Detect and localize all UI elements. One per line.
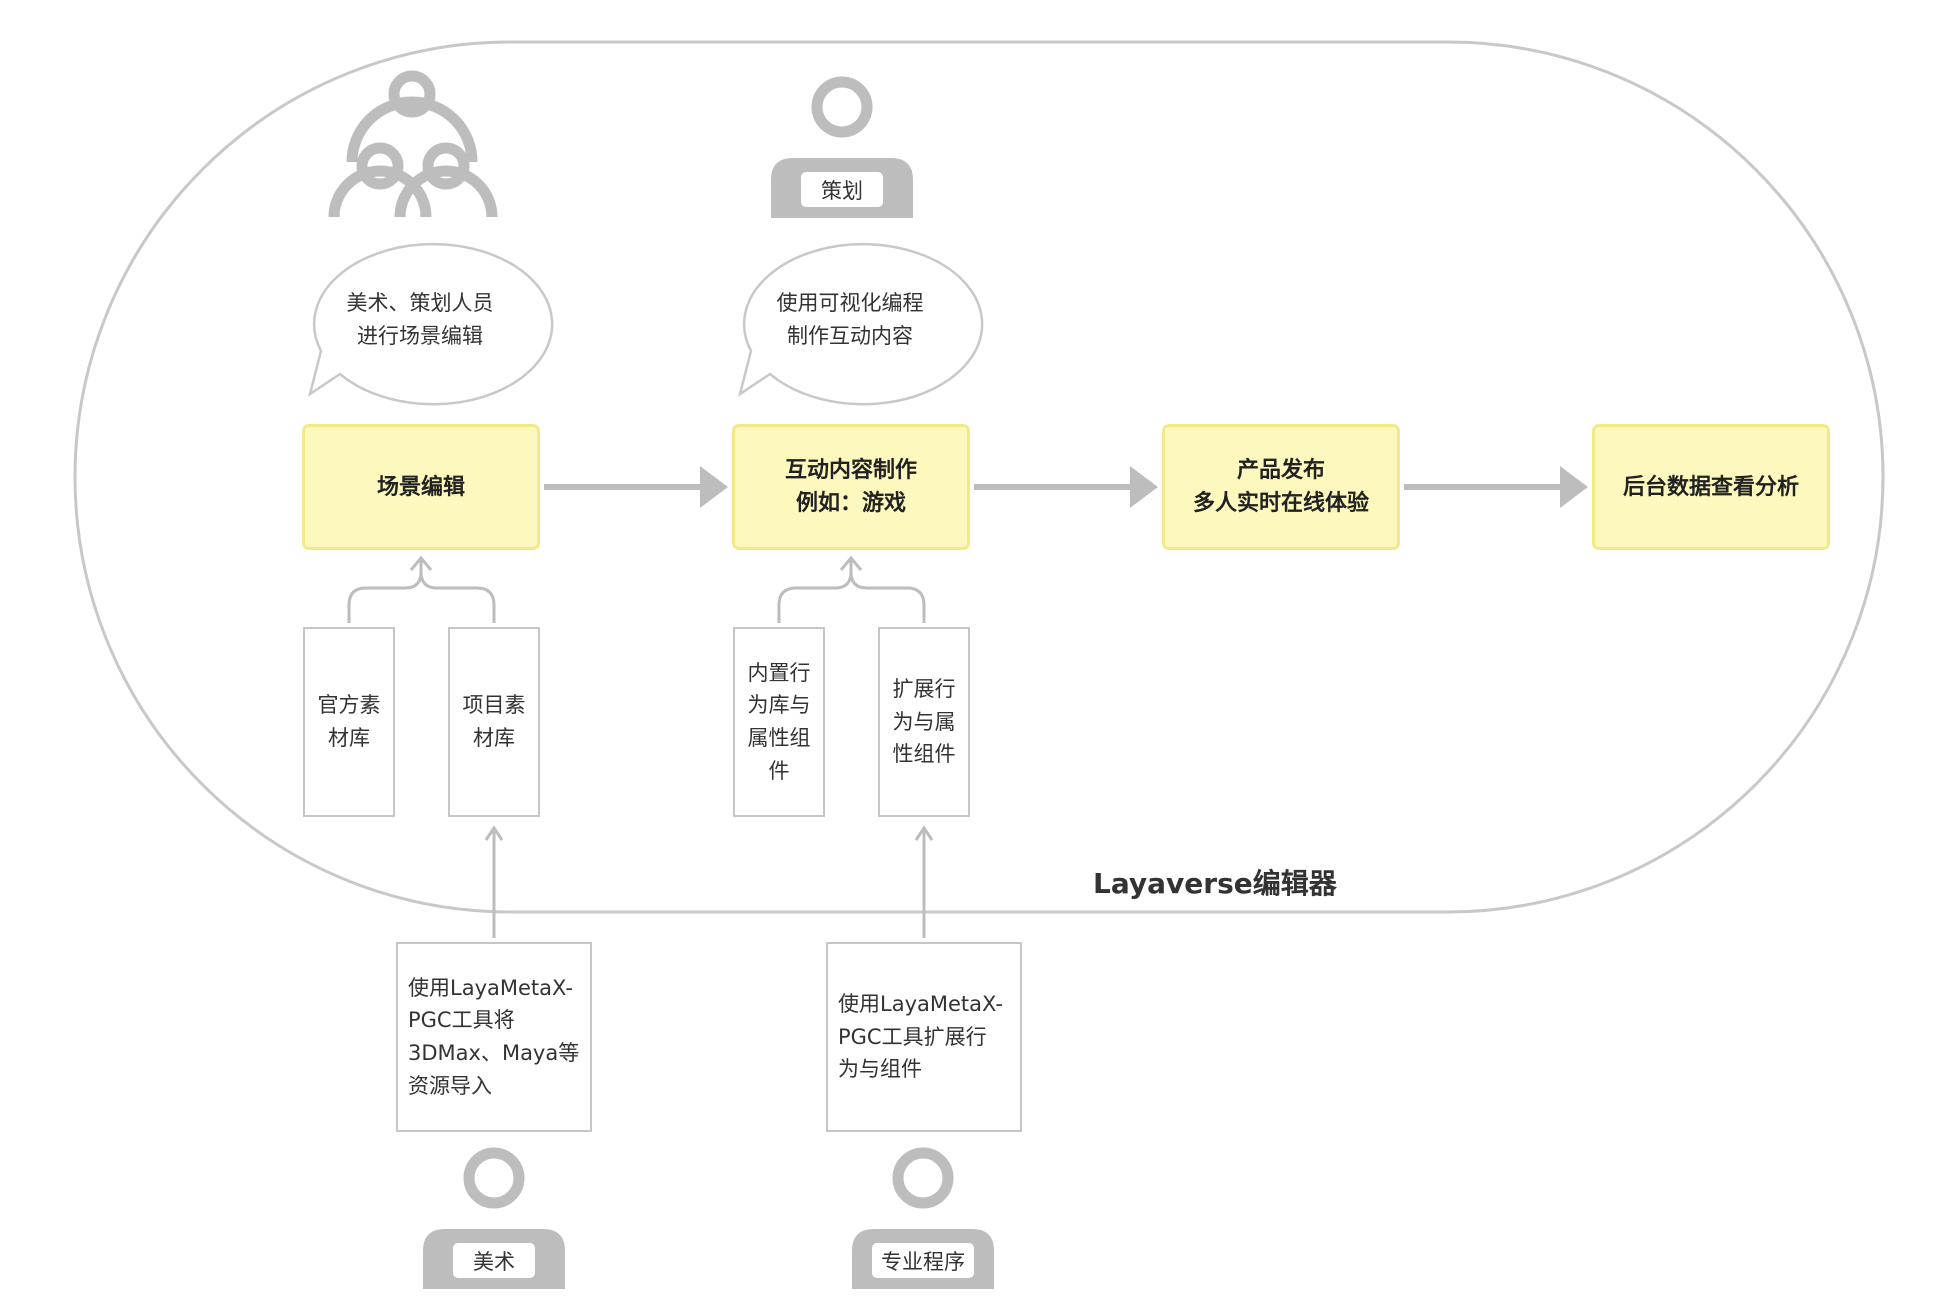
stage-data-analysis: 后台数据查看分析 xyxy=(1592,424,1830,550)
flow-arrows xyxy=(544,466,1588,508)
stage-scene-editing: 场景编辑 xyxy=(302,424,540,550)
stage-product-release: 产品发布 多人实时在线体验 xyxy=(1162,424,1400,550)
library-connectors xyxy=(347,555,926,623)
speech-bubble-scene xyxy=(307,242,554,406)
editor-boundary xyxy=(73,40,1885,914)
artist-person-icon xyxy=(423,1147,565,1289)
programmer-person-icon xyxy=(852,1147,994,1289)
library-builtin-behaviors: 内置行 为库与 属性组 件 xyxy=(733,627,825,817)
tool-arrows xyxy=(484,825,934,938)
tool-asset-import: 使用LayaMetaX- PGC工具将 3DMax、Maya等 资源导入 xyxy=(396,942,592,1132)
visual-programming-bubble-text: 使用可视化编程 制作互动内容 xyxy=(776,291,924,348)
library-official-assets: 官方素 材库 xyxy=(303,627,395,817)
planner-role-label: 策划 xyxy=(821,178,863,203)
tool-behavior-extension: 使用LayaMetaX- PGC工具扩展行 为与组件 xyxy=(826,942,1022,1132)
stage-interactive-content: 互动内容制作 例如：游戏 xyxy=(732,424,970,550)
programmer-role-label: 专业程序 xyxy=(881,1249,965,1274)
speech-bubble-visual xyxy=(737,242,984,406)
artist-role-label: 美术 xyxy=(473,1249,515,1274)
editor-name-label: Layaverse编辑器 xyxy=(1093,867,1337,900)
library-extended-behaviors: 扩展行 为与属 性组件 xyxy=(878,627,970,817)
people-group-icon xyxy=(328,70,498,218)
scene-editing-bubble-text: 美术、策划人员 进行场景编辑 xyxy=(346,291,494,348)
library-project-assets: 项目素 材库 xyxy=(448,627,540,817)
planner-person-icon xyxy=(771,76,913,218)
